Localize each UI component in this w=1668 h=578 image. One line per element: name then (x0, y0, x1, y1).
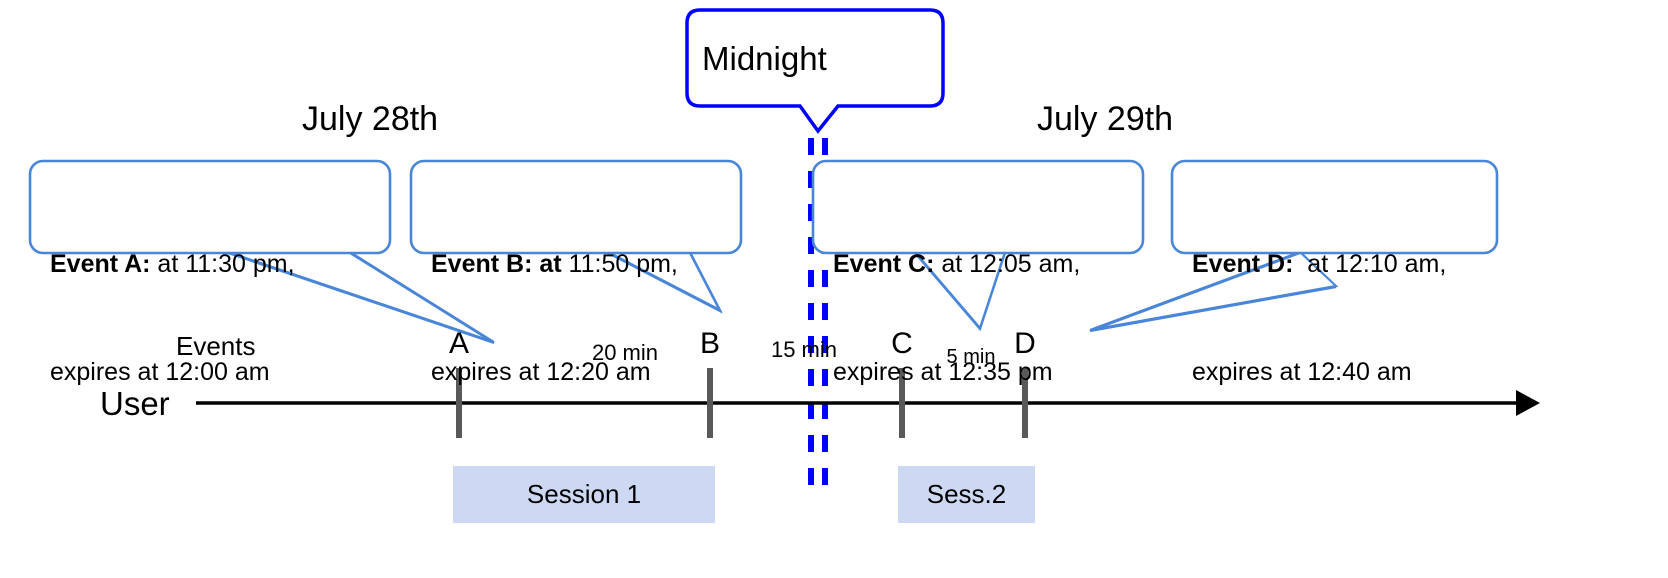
event-b-pointer-edge (607, 252, 723, 314)
timeline-arrowhead (1516, 390, 1540, 416)
day-label-july-28: July 28th (302, 100, 439, 138)
event-c-callout-box (811, 159, 1145, 255)
gap-label-b-c: 15 min (770, 337, 838, 362)
user-axis-label: User (100, 385, 170, 422)
event-letter-d: D (1014, 327, 1036, 360)
event-c-pointer-edge (914, 252, 1007, 332)
event-letter-b: B (699, 327, 720, 360)
day-label-july-29: July 29th (1037, 100, 1174, 138)
midnight-callout-shape (685, 8, 945, 134)
event-letter-a: A (448, 327, 469, 360)
gap-label-c-d: 5 min (946, 346, 996, 368)
session-box-1: Session 1 (453, 466, 715, 523)
event-d-pointer-edge (1089, 251, 1337, 333)
session-box-2: Sess.2 (898, 466, 1035, 523)
event-letter-c: C (891, 327, 913, 360)
event-c-pointer (912, 250, 1007, 331)
event-a-pointer-edge (227, 251, 495, 345)
event-a-callout-box (28, 159, 392, 255)
gap-label-a-b: 20 min (591, 340, 659, 365)
midnight-label: Midnight (702, 40, 827, 77)
event-d-callout-box (1170, 159, 1499, 255)
event-b-callout-box (409, 159, 743, 255)
events-row-label: Events (176, 331, 256, 361)
